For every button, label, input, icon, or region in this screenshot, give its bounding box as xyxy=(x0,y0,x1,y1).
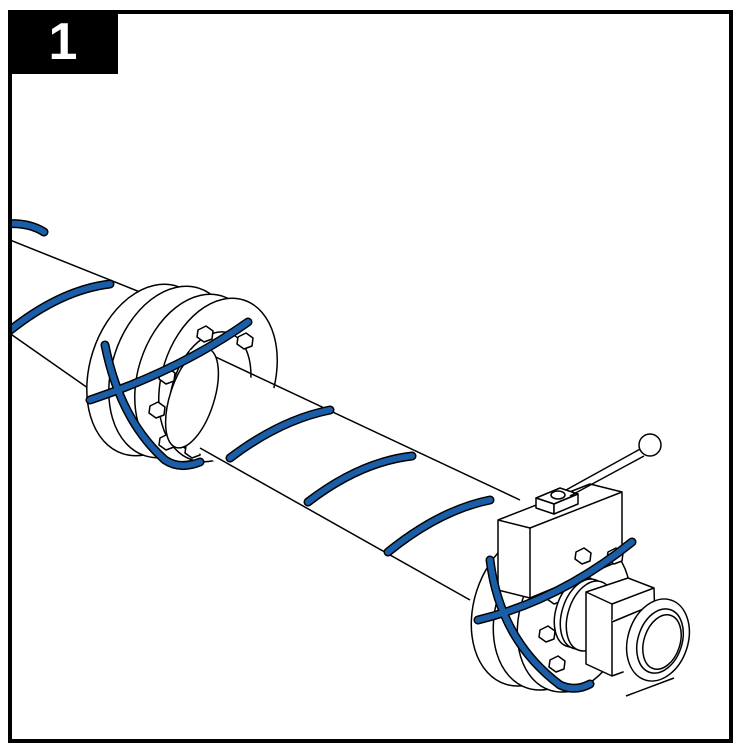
pipe-outlet xyxy=(611,598,691,700)
valve-handle xyxy=(535,433,662,515)
step-number-badge: 1 xyxy=(8,10,118,74)
heat-trace-cable xyxy=(12,219,637,693)
pipe-segment-middle xyxy=(164,347,521,601)
